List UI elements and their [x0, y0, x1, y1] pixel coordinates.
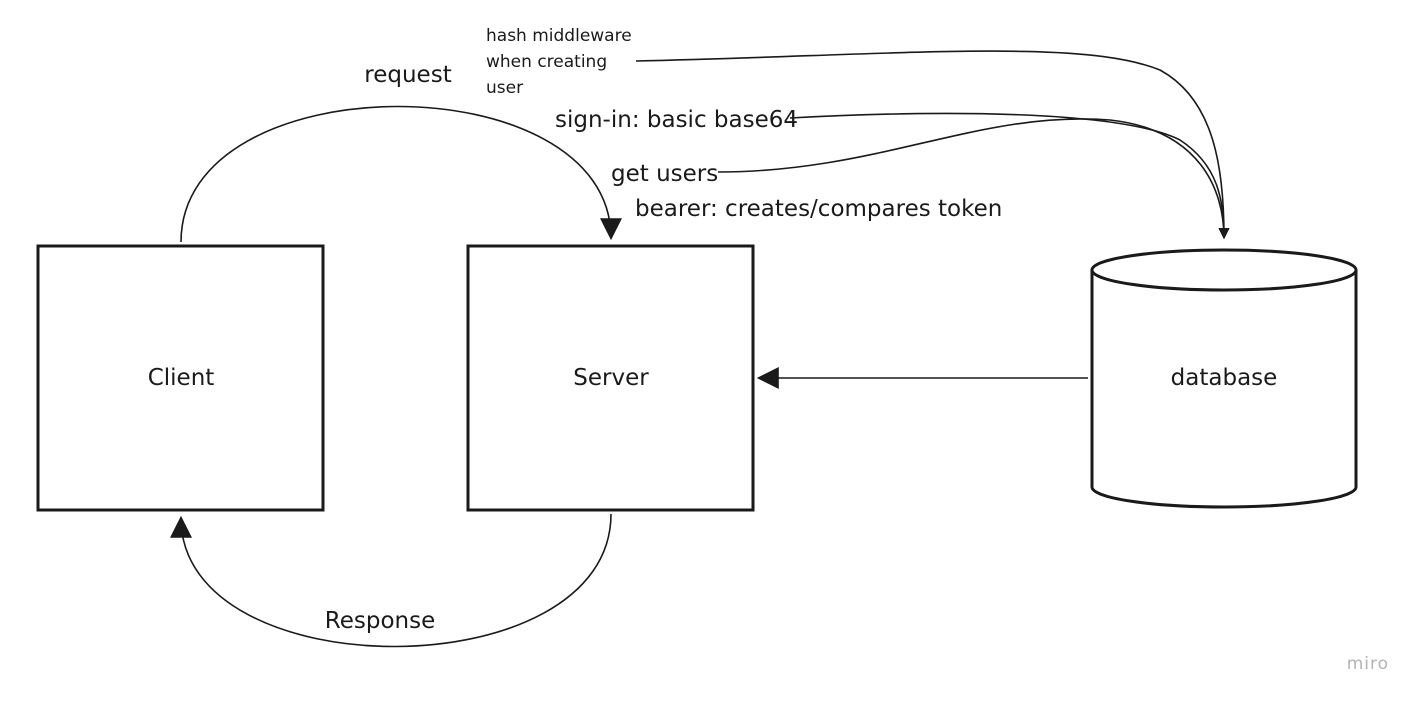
database-label: database — [1171, 365, 1278, 391]
get-users-arrow — [717, 118, 1230, 240]
sign-in-arrow — [789, 112, 1230, 240]
bearer-label: bearer: creates/compares token — [635, 196, 1002, 222]
hash-middleware-label-line1: hash middleware — [486, 26, 632, 46]
request-arrow — [180, 105, 622, 243]
client-node[interactable]: Client — [36, 244, 325, 512]
sign-in-label: sign-in: basic base64 — [555, 107, 798, 133]
request-label: request — [364, 62, 451, 88]
hash-middleware-arrow — [635, 50, 1230, 240]
hash-middleware-label-line3: user — [486, 78, 523, 98]
response-label: Response — [325, 608, 435, 634]
hash-middleware-label-line2: when creating — [486, 52, 607, 72]
miro-watermark: miro — [1347, 654, 1389, 674]
server-label: Server — [573, 365, 649, 391]
server-node[interactable]: Server — [466, 244, 755, 512]
get-users-label: get users — [611, 161, 718, 187]
client-label: Client — [148, 365, 215, 391]
database-node[interactable]: database — [1090, 248, 1358, 509]
response-arrow — [170, 513, 612, 648]
